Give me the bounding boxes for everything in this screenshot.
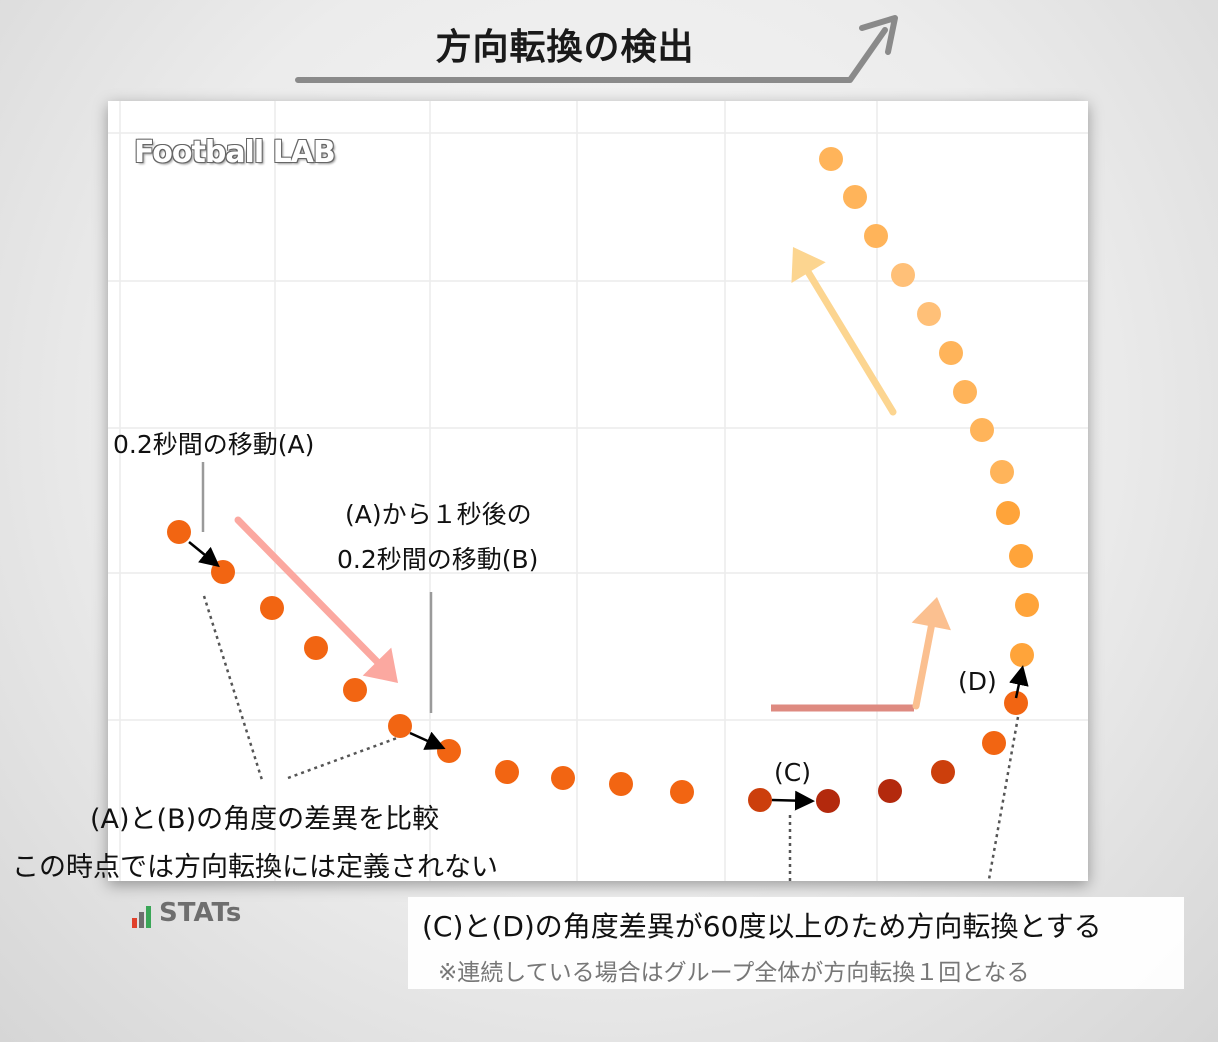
yellow-direction-arrow-shaft <box>805 269 897 416</box>
movement-arrow-b <box>409 731 446 750</box>
trajectory-dot <box>953 380 977 404</box>
trajectory-dot <box>260 596 284 620</box>
trajectory-dot <box>996 501 1020 525</box>
label-after-1s-line1: (A)から１秒後の <box>345 500 532 529</box>
trajectory-dot <box>551 766 575 790</box>
pink-direction-arrow-head <box>362 647 398 683</box>
label-movement-a: 0.2秒間の移動(A) <box>113 430 315 459</box>
trajectory-dot <box>939 341 963 365</box>
diagram-panel: Football LAB <box>108 101 1088 881</box>
label-after-1s-line2: 0.2秒間の移動(B) <box>337 545 539 574</box>
trajectory-dot <box>437 739 461 763</box>
label-point-c: (C) <box>774 758 811 787</box>
trajectory-dot <box>1009 544 1033 568</box>
label-compare-line2: この時点では方向転換には定義されない <box>12 852 498 883</box>
movement-arrow-c <box>771 790 815 811</box>
peach-direction-arrow-shaft <box>912 622 935 710</box>
trajectory-dot <box>843 185 867 209</box>
trajectory-dot <box>495 760 519 784</box>
trajectory-dot <box>982 731 1006 755</box>
movement-arrow-d <box>1009 665 1029 699</box>
trajectory-dot <box>609 772 633 796</box>
trajectory-dot <box>748 788 772 812</box>
trajectory-dot <box>343 678 367 702</box>
label-compare-line1: (A)と(B)の角度の差異を比較 <box>90 804 440 835</box>
trajectory-dot <box>931 760 955 784</box>
stats-bars-icon <box>132 906 151 928</box>
trajectory-dot <box>917 302 941 326</box>
trajectory-dot <box>816 789 840 813</box>
note-box: (C)と(D)の角度差異が60度以上のため方向転換とする ※連続している場合はグ… <box>408 897 1184 989</box>
trajectory-dot <box>970 418 994 442</box>
trajectory-dot <box>891 263 915 287</box>
trajectory-diagram <box>108 101 1088 881</box>
leader-line <box>287 736 398 780</box>
yellow-direction-arrow-head <box>791 247 826 284</box>
football-lab-watermark: Football LAB <box>134 135 336 170</box>
note-sub-text: ※連続している場合はグループ全体が方向転換１回となる <box>438 960 1030 986</box>
trajectory-dot <box>1004 691 1028 715</box>
trajectory-dot <box>878 779 902 803</box>
movement-arrow-a <box>188 541 220 568</box>
trajectory-dot <box>304 636 328 660</box>
peach-direction-arrow-head <box>911 597 951 631</box>
trajectory-dot <box>864 224 888 248</box>
stats-logo-text: STATs <box>159 898 242 928</box>
trajectory-dot <box>990 460 1014 484</box>
trajectory-dot <box>167 520 191 544</box>
stats-logo: STATs <box>132 898 241 928</box>
trajectory-dot <box>670 780 694 804</box>
trajectory-dot <box>819 147 843 171</box>
trajectory-dot <box>1010 643 1034 667</box>
note-main-text: (C)と(D)の角度差異が60度以上のため方向転換とする <box>422 910 1102 943</box>
leader-line <box>987 716 1020 881</box>
pink-direction-arrow-shaft <box>234 516 381 666</box>
trajectory-dot <box>388 714 412 738</box>
title-arrow-icon <box>295 15 898 83</box>
leader-line <box>202 595 264 781</box>
label-point-d: (D) <box>958 667 997 696</box>
trajectory-dot <box>1015 593 1039 617</box>
page-title: 方向転換の検出 <box>435 27 695 68</box>
